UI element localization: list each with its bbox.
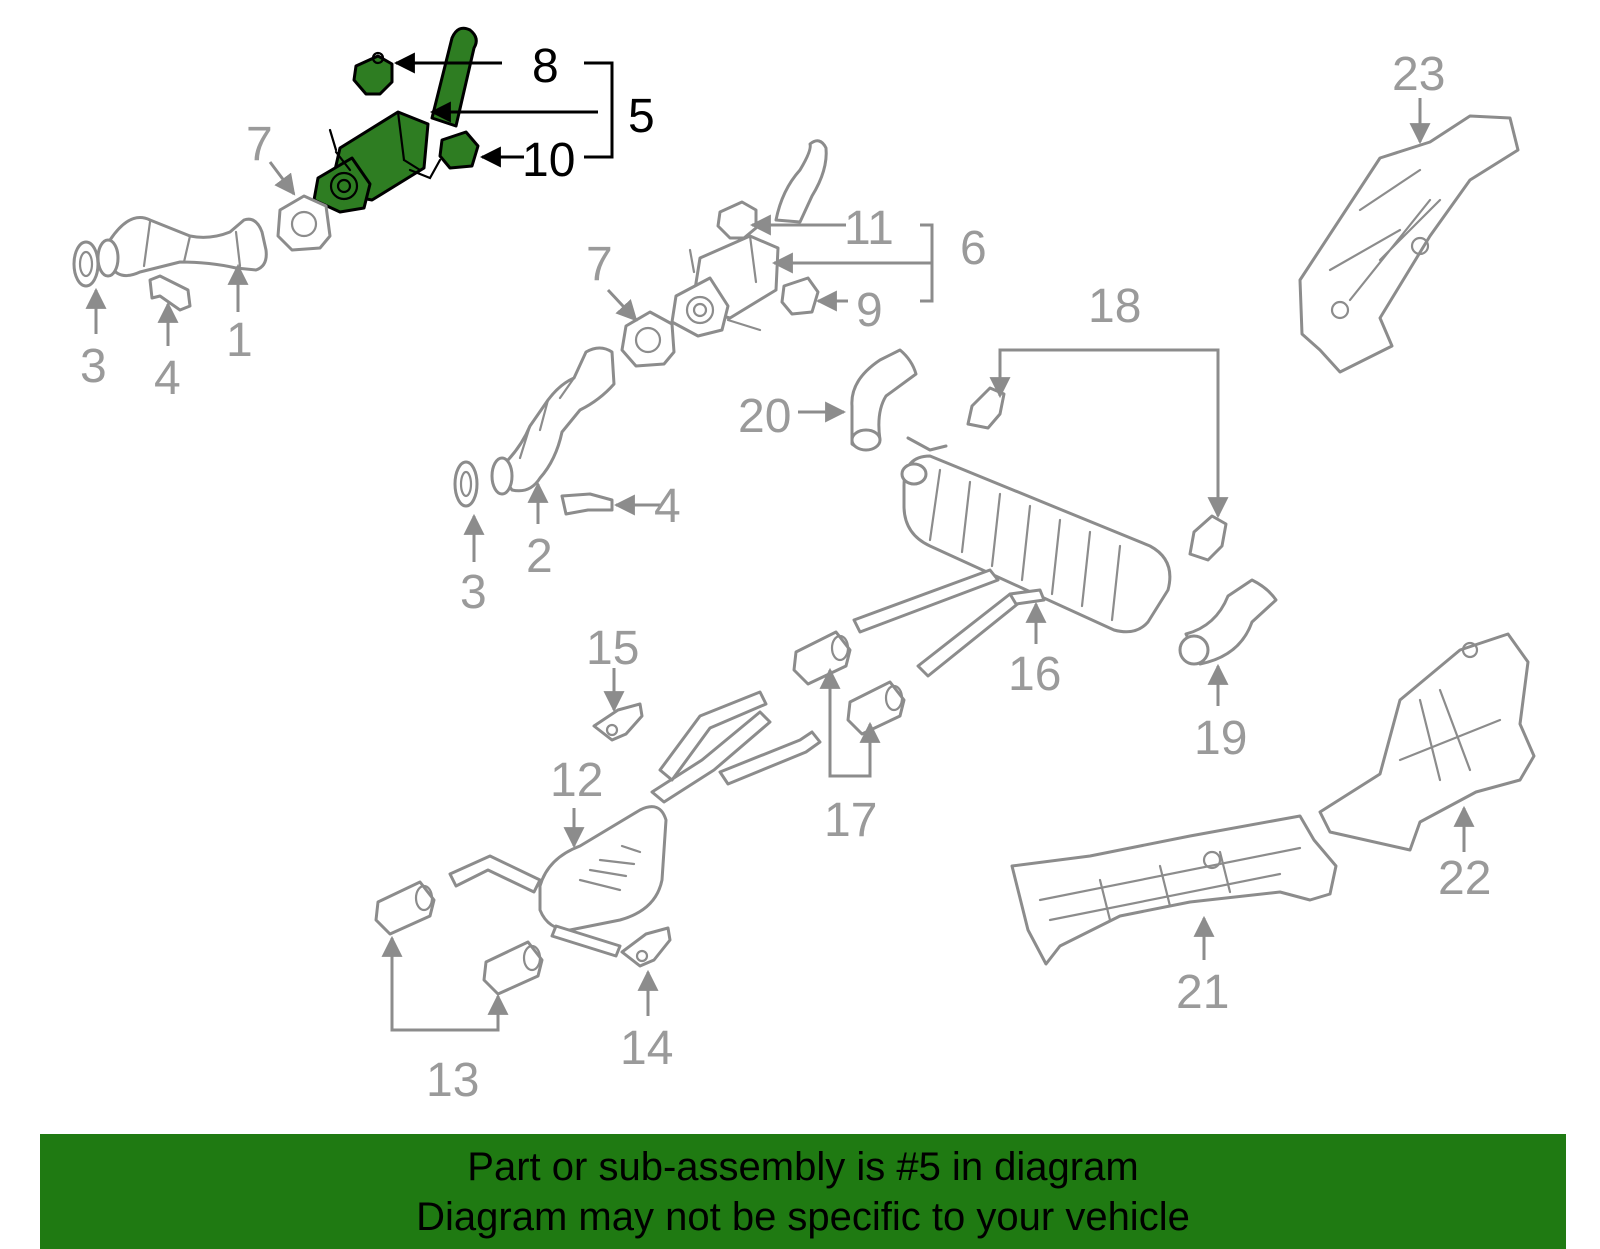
part-7-gasket-middle[interactable] xyxy=(620,310,676,368)
part-9-mount[interactable] xyxy=(780,276,820,316)
callout-18: 18 xyxy=(1088,280,1141,333)
part-13-clamp-left[interactable] xyxy=(374,880,436,936)
callout-7-middle: 7 xyxy=(586,238,613,291)
part-8-bracket[interactable] xyxy=(352,51,394,96)
part-3-gasket-left[interactable] xyxy=(72,240,100,288)
part-4-clamp-middle[interactable] xyxy=(560,492,614,516)
info-banner: Part or sub-assembly is #5 in diagram Di… xyxy=(40,1134,1566,1249)
callout-2: 2 xyxy=(526,530,553,583)
callout-9: 9 xyxy=(856,284,883,337)
callout-11: 11 xyxy=(844,202,894,255)
part-15-hanger[interactable] xyxy=(592,702,644,742)
part-21-heat-shield[interactable] xyxy=(1010,814,1338,966)
callout-5: 5 xyxy=(628,90,655,143)
part-2-front-pipe[interactable] xyxy=(490,346,616,496)
part-12-center-muffler[interactable] xyxy=(448,690,822,958)
banner-line-2: Diagram may not be specific to your vehi… xyxy=(416,1195,1190,1239)
part-7-gasket-left[interactable] xyxy=(276,194,332,252)
callout-14: 14 xyxy=(620,1022,673,1075)
banner-line-1: Part or sub-assembly is #5 in diagram xyxy=(467,1145,1139,1189)
part-20-tailpipe-tip[interactable] xyxy=(850,348,918,452)
callout-8: 8 xyxy=(532,40,559,93)
callout-7-left: 7 xyxy=(246,118,273,171)
part-14-hanger[interactable] xyxy=(620,926,672,968)
callout-13: 13 xyxy=(426,1054,479,1107)
callout-17: 17 xyxy=(824,794,877,847)
part-23-heat-shield[interactable] xyxy=(1298,114,1520,374)
part-11-bracket[interactable] xyxy=(716,200,758,240)
callout-20: 20 xyxy=(738,390,791,443)
callout-4-left: 4 xyxy=(154,352,181,405)
callout-15: 15 xyxy=(586,622,639,675)
callout-16: 16 xyxy=(1008,648,1061,701)
part-3-gasket-middle[interactable] xyxy=(453,460,479,508)
exhaust-parts-diagram: 8 5 10 3 4 1 7 11 6 9 xyxy=(72,26,1536,1107)
part-10-mount[interactable] xyxy=(438,130,480,170)
part-19-tailpipe-tip[interactable] xyxy=(1178,578,1278,666)
part-1-front-pipe[interactable] xyxy=(96,216,268,278)
callout-23: 23 xyxy=(1392,48,1445,101)
part-18-hanger-lower[interactable] xyxy=(1188,514,1228,562)
part-17-clamp-lower[interactable] xyxy=(846,680,906,736)
callout-21: 21 xyxy=(1176,966,1229,1019)
part-22-heat-shield[interactable] xyxy=(1318,632,1536,852)
part-13-clamp-right[interactable] xyxy=(482,940,544,996)
pipe-to-rear-muffler[interactable] xyxy=(852,568,1046,678)
callout-10: 10 xyxy=(522,134,575,187)
callout-1: 1 xyxy=(226,314,253,367)
callout-6: 6 xyxy=(960,222,987,275)
part-5-catalytic-converter[interactable] xyxy=(312,26,478,214)
callout-12: 12 xyxy=(550,754,603,807)
callout-3-left: 3 xyxy=(80,340,107,393)
callout-3-middle: 3 xyxy=(460,566,487,619)
callout-19: 19 xyxy=(1194,712,1247,765)
callout-22: 22 xyxy=(1438,852,1491,905)
part-16-rear-muffler[interactable] xyxy=(900,436,1172,634)
part-6-catalytic-converter[interactable] xyxy=(670,139,828,338)
part-4-clamp-left[interactable] xyxy=(148,274,192,312)
part-17-clamp-upper[interactable] xyxy=(792,630,852,686)
callout-4-middle: 4 xyxy=(654,480,681,533)
